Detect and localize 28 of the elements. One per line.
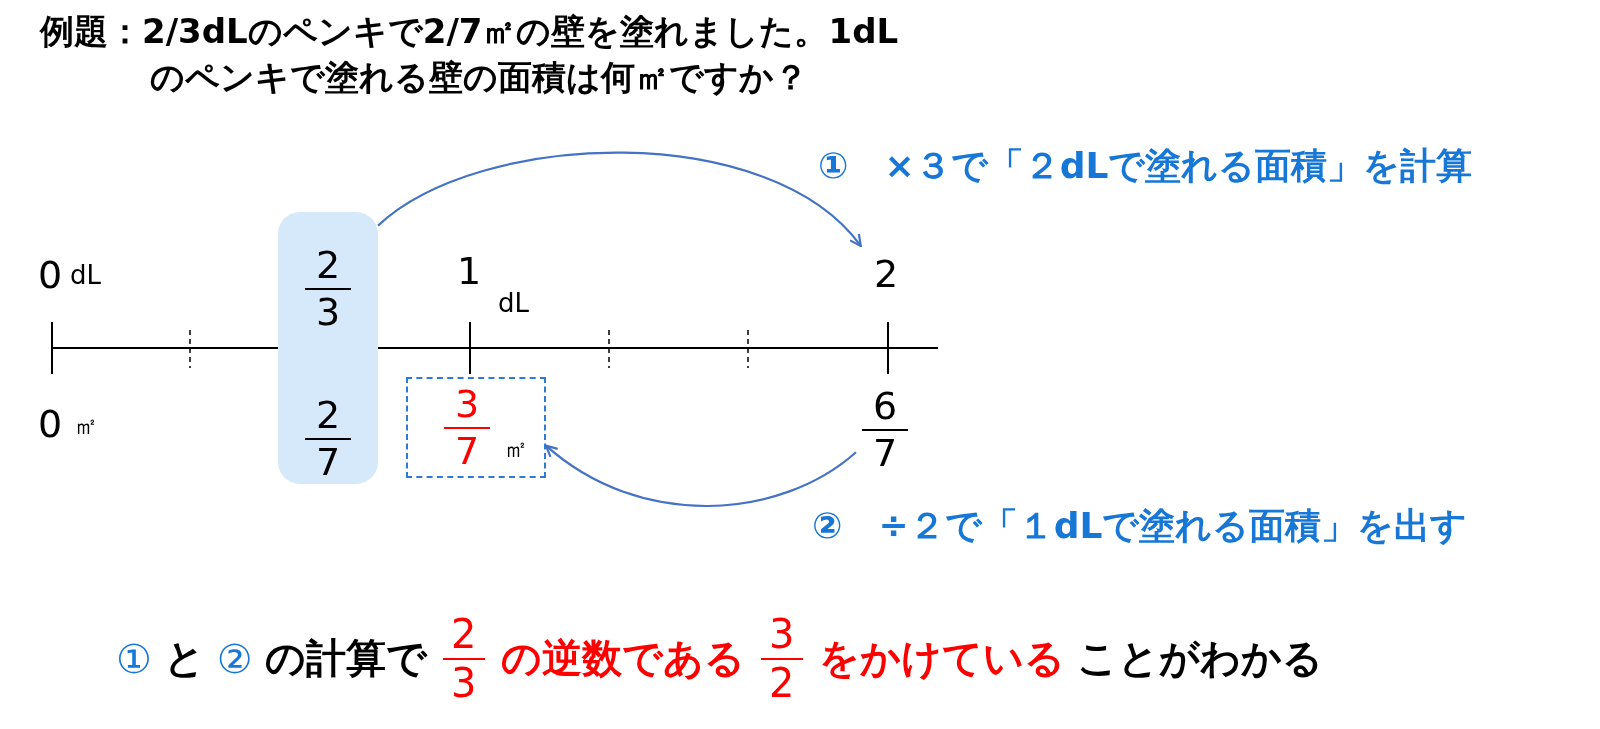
answer-box (406, 377, 546, 478)
number: 1 (457, 252, 482, 290)
number: 0 (38, 256, 63, 294)
unit-label: ㎡ (504, 437, 528, 461)
edge-label: ② ÷２で「１dLで塗れる面積」を出す (812, 504, 1468, 548)
sentence-text: をかけている (818, 634, 1065, 683)
fraction: 6 7 (856, 386, 914, 472)
number: 0 (38, 405, 63, 443)
unit-label: dL (498, 290, 529, 316)
sentence-text: ① (116, 635, 152, 682)
fraction: 2 3 (288, 246, 368, 330)
sentence-text: ことがわかる (1076, 634, 1323, 683)
highlight-band (278, 212, 378, 484)
sentence-text: の逆数である (500, 634, 745, 683)
sentence-text: の計算で (264, 634, 427, 683)
sentence-text: と (163, 634, 205, 683)
sentence-text: ② (216, 635, 253, 682)
fraction: 3 7 (444, 385, 490, 470)
title: 例題：2/3dLのペンキで2/7㎡の壁を塗れました。1dLのペンキで塗れる壁の面積は何㎡ですか？ (40, 10, 900, 99)
edge-label: ① ×３で「２dLで塗れる面積」を計算 (818, 144, 1473, 188)
arrow (544, 444, 857, 507)
fraction: 2 7 (288, 396, 368, 480)
unit-label: ㎡ (74, 414, 98, 438)
fraction: 2 3 (442, 614, 485, 703)
arrow (377, 151, 862, 248)
unit-label: dL (70, 262, 101, 288)
fraction: 3 2 (760, 614, 803, 703)
number: 2 (858, 246, 914, 302)
